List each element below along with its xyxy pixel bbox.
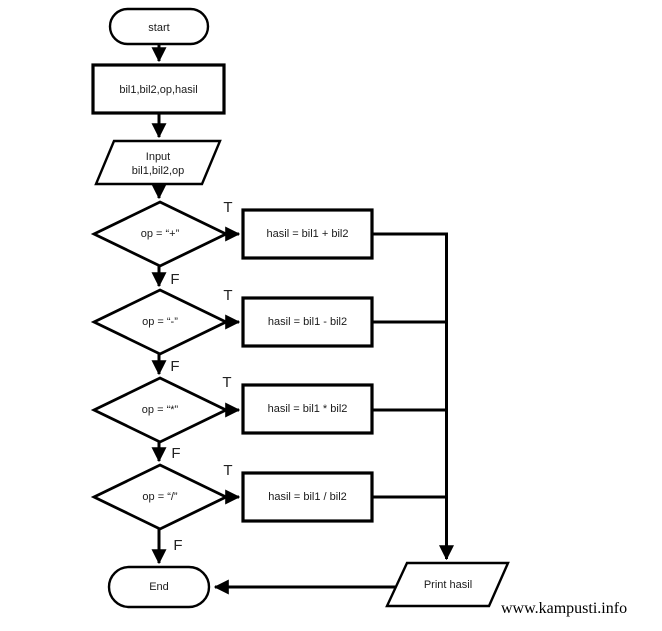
decision-sub-label: op = “-” — [142, 316, 178, 328]
decision-sub-shape — [90, 288, 230, 356]
branch-labels: T T T T F F F F — [170, 199, 232, 554]
true-label-mul: T — [222, 374, 231, 391]
end-terminator-shape — [107, 565, 211, 609]
false-label-sub: F — [170, 358, 179, 375]
decision-add-label: op = “+” — [141, 228, 180, 240]
declare-label: bil1,bil2,op,hasil — [119, 84, 197, 96]
false-label-div: F — [173, 537, 182, 554]
flow-edges — [151, 44, 454, 595]
true-label-sub: T — [223, 287, 232, 304]
true-label-add: T — [223, 199, 232, 216]
start-terminator-shape — [108, 7, 210, 46]
process-div-label: hasil = bil1 / bil2 — [268, 491, 347, 503]
process-div-shape — [241, 471, 374, 523]
input-label-line2: bil1,bil2,op — [132, 165, 185, 177]
process-add-label: hasil = bil1 + bil2 — [267, 228, 349, 240]
print-label: Print hasil — [424, 579, 472, 591]
start-label: start — [148, 22, 169, 34]
input-parallelogram-shape — [94, 139, 222, 186]
decision-div-shape — [90, 463, 230, 531]
process-add-shape — [241, 208, 374, 260]
watermark-text: www.kampusti.info — [501, 600, 627, 617]
process-sub-label: hasil = bil1 - bil2 — [268, 316, 347, 328]
decision-add-shape — [90, 200, 230, 268]
false-label-add: F — [170, 271, 179, 288]
process-sub-shape — [241, 296, 374, 348]
true-label-div: T — [223, 462, 232, 479]
edge-rail-to-print — [372, 232, 454, 561]
false-label-mul: F — [171, 445, 180, 462]
decision-mul-shape — [90, 376, 230, 444]
end-label: End — [149, 581, 169, 593]
process-mul-shape — [241, 383, 374, 435]
declare-process-shape — [91, 63, 226, 115]
decision-div-label: op = “/” — [142, 491, 177, 503]
decision-mul-label: op = “*” — [142, 404, 179, 416]
input-label-line1: Input — [146, 151, 170, 163]
flow-nodes: start bil1,bil2,op,hasil Input bil1,bil2… — [90, 7, 510, 609]
process-mul-label: hasil = bil1 * bil2 — [268, 403, 348, 415]
print-parallelogram-shape — [385, 561, 510, 608]
